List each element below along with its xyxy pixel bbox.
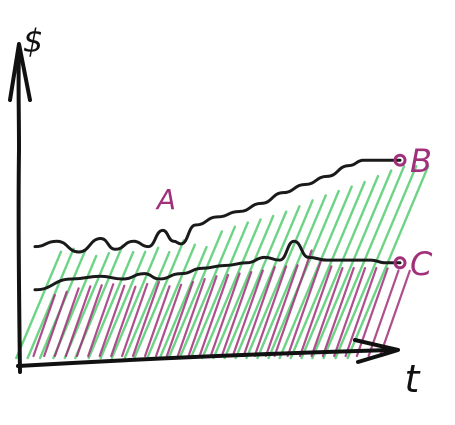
hatch-stroke-green-10 bbox=[133, 239, 186, 360]
hatch-stroke-green-25 bbox=[300, 174, 380, 360]
hatch-stroke-green-18 bbox=[223, 210, 288, 360]
hatch-stroke-purple-23 bbox=[286, 259, 323, 358]
hatch-stroke-purple-15 bbox=[198, 273, 230, 358]
hatch-stroke-purple-0 bbox=[32, 294, 56, 358]
hatch-stroke-purple-16 bbox=[209, 272, 241, 358]
hatch-stroke-green-14 bbox=[178, 225, 237, 360]
hatch-stroke-purple-18 bbox=[231, 269, 264, 358]
hatch-stroke-purple-3 bbox=[64, 285, 92, 358]
y-axis-arrowhead bbox=[8, 42, 32, 102]
x-axis-arrowhead bbox=[353, 338, 400, 364]
hatch-stroke-purple-5 bbox=[87, 283, 115, 358]
series-label-c: C bbox=[410, 245, 433, 283]
hatch-stroke-green-8 bbox=[110, 246, 160, 360]
series-labels: BC bbox=[410, 142, 433, 283]
annotation-label-0: A bbox=[155, 183, 176, 216]
hatch-stroke-purple-4 bbox=[75, 284, 103, 358]
series-label-b: B bbox=[410, 142, 432, 180]
series-endpoint-b bbox=[393, 153, 407, 167]
hatch-stroke-purple-22 bbox=[273, 249, 313, 358]
annotations: A bbox=[155, 183, 176, 216]
hatch-stroke-green-27 bbox=[322, 164, 406, 360]
hatch-stroke-purple-20 bbox=[253, 265, 288, 358]
hatch-stroke-purple-6 bbox=[98, 284, 126, 358]
series-endpoints bbox=[393, 153, 407, 270]
hatch-stroke-purple-8 bbox=[120, 282, 149, 358]
hatch-stroke-green-26 bbox=[311, 169, 393, 360]
hatch-stroke-purple-25 bbox=[310, 267, 344, 358]
hatch-stroke-green-24 bbox=[289, 180, 366, 360]
x-axis-label: t bbox=[405, 357, 422, 401]
hatch-stroke-green-1 bbox=[26, 247, 75, 360]
series-line-c bbox=[33, 239, 402, 292]
purple-hatching bbox=[32, 249, 411, 358]
hatch-stroke-purple-24 bbox=[298, 265, 333, 358]
hatch-stroke-green-6 bbox=[87, 250, 135, 360]
hatch-stroke-green-11 bbox=[146, 243, 197, 360]
hatch-stroke-purple-13 bbox=[176, 278, 206, 358]
hatch-stroke-purple-31 bbox=[378, 269, 411, 358]
hatch-stroke-green-12 bbox=[158, 245, 208, 360]
hatch-stroke-purple-2 bbox=[53, 287, 80, 358]
hatch-stroke-purple-10 bbox=[144, 285, 171, 358]
hatch-stroke-green-16 bbox=[201, 218, 262, 360]
series-endpoint-c bbox=[393, 256, 407, 270]
hatch-stroke-purple-21 bbox=[264, 264, 299, 358]
hatch-stroke-green-13 bbox=[167, 230, 224, 360]
hatch-stroke-green-23 bbox=[278, 185, 353, 360]
series-line-b bbox=[33, 158, 402, 254]
hatch-stroke-purple-30 bbox=[367, 269, 400, 358]
hatch-stroke-purple-11 bbox=[155, 283, 183, 358]
hatch-stroke-purple-1 bbox=[43, 290, 68, 358]
y-axis-label: $ bbox=[23, 22, 43, 60]
hatch-stroke-purple-26 bbox=[321, 267, 355, 358]
hatch-stroke-green-7 bbox=[99, 250, 147, 360]
hatch-stroke-green-15 bbox=[189, 221, 250, 360]
hatch-stroke-purple-28 bbox=[344, 267, 378, 358]
hatch-stroke-green-9 bbox=[123, 250, 171, 360]
series-lines bbox=[33, 158, 402, 292]
hatch-stroke-green-17 bbox=[212, 214, 275, 360]
hatch-stroke-purple-19 bbox=[242, 266, 276, 358]
hatch-stroke-purple-9 bbox=[131, 281, 160, 358]
y-axis bbox=[16, 50, 22, 374]
x-axis bbox=[16, 348, 392, 368]
hatch-stroke-purple-27 bbox=[333, 267, 367, 358]
hatch-stroke-purple-14 bbox=[187, 275, 218, 358]
hatch-stroke-purple-7 bbox=[110, 285, 137, 358]
hatch-stroke-green-20 bbox=[245, 199, 314, 360]
hatch-stroke-purple-12 bbox=[165, 280, 194, 358]
hatch-stroke-green-21 bbox=[256, 194, 327, 360]
hatch-stroke-green-0 bbox=[15, 250, 63, 360]
hatch-stroke-green-19 bbox=[234, 205, 301, 360]
hatch-stroke-purple-17 bbox=[220, 271, 253, 358]
